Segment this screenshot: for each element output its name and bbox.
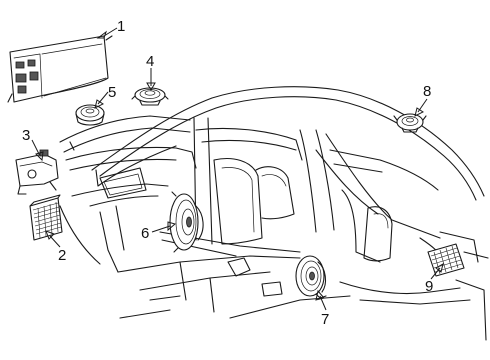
rear-tweeter: [393, 113, 427, 133]
callout-5: 5: [108, 84, 116, 101]
callout-9: 9: [425, 278, 433, 295]
center-speaker: [75, 104, 105, 126]
rear-door-speaker: [295, 255, 327, 299]
callout-6: 6: [141, 225, 149, 242]
callout-4: 4: [146, 53, 154, 70]
amplifier-module: [29, 194, 63, 241]
callout-labels: 1 2 3 4 5 6 7 8 9: [22, 18, 433, 328]
callout-8: 8: [423, 83, 431, 100]
subwoofer-grille: [427, 243, 465, 277]
callout-7: 7: [321, 311, 329, 328]
callout-2: 2: [58, 247, 66, 264]
callout-3: 3: [22, 127, 30, 144]
callout-1: 1: [117, 18, 125, 35]
front-door-speaker: [169, 191, 204, 253]
vehicle-interior-outline: [59, 86, 489, 341]
amplifier-housing: [7, 35, 113, 103]
mounting-bracket: [15, 149, 59, 195]
tweeter-speaker: [131, 87, 169, 106]
leader-lines: [31, 27, 444, 311]
